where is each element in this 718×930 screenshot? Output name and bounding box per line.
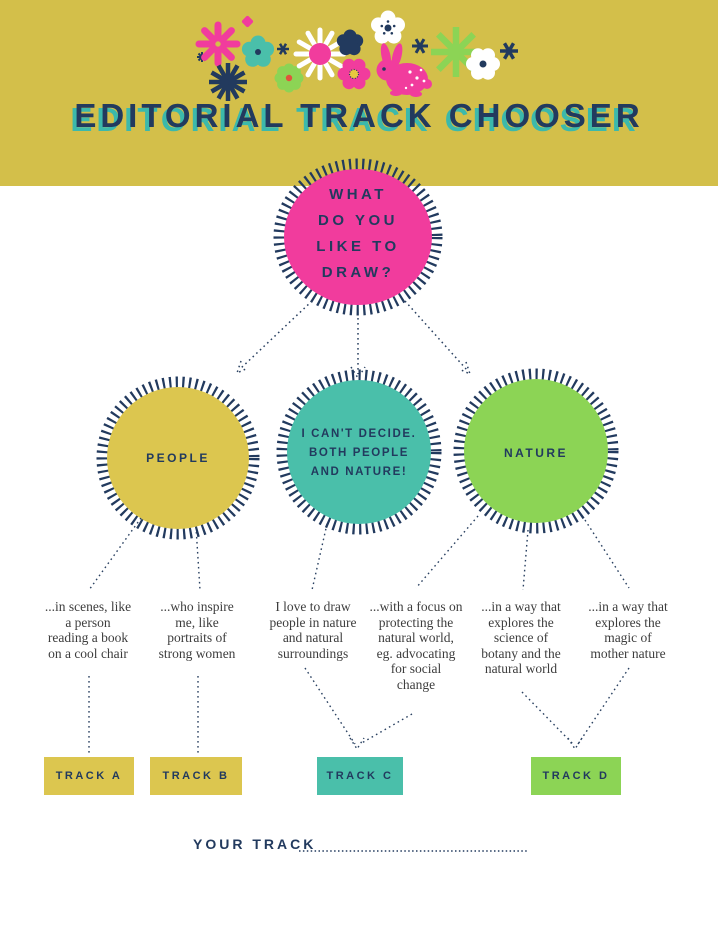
banner: EDITORIAL TRACK CHOOSER (0, 0, 718, 186)
track-c-button[interactable]: TRACK C (317, 757, 403, 795)
connector-line (415, 515, 479, 589)
white-flower-icon (371, 10, 405, 44)
arrowhead-icon (235, 360, 249, 375)
connector-lines-bottom (88, 667, 630, 753)
connector-lines-top (235, 300, 472, 380)
page-title: EDITORIAL TRACK CHOOSER (74, 97, 644, 134)
option-label-people: PEOPLE (146, 451, 210, 465)
arrowhead-icon (567, 737, 583, 751)
navy-star-icon (412, 38, 428, 54)
connector-line (239, 300, 313, 370)
navy-asterisk-icon (500, 42, 518, 60)
pink-bud-icon (241, 15, 254, 28)
navy-flower-icon (336, 29, 364, 56)
track-d-button[interactable]: TRACK D (531, 757, 621, 795)
connector-line (522, 529, 529, 591)
navy-starburst-icon (209, 63, 247, 101)
option-label-both: I CAN'T DECIDE. BOTH PEOPLE AND NATURE! (301, 428, 417, 478)
connector-line (88, 517, 142, 591)
white-flower-2-icon (466, 48, 500, 80)
pink-flower-icon (337, 58, 371, 90)
connector-line (577, 667, 630, 745)
your-track-label: YOUR TRACK (193, 836, 317, 852)
navy-tiny-star-icon (277, 43, 289, 55)
bunny-icon (376, 43, 432, 97)
question-label: WHAT DO YOU LIKE TO DRAW? (316, 186, 400, 281)
connector-lines-middle (88, 515, 630, 591)
green-flower-icon (274, 63, 304, 93)
connector-line (584, 519, 630, 589)
track-a-button[interactable]: TRACK A (44, 757, 134, 795)
connector-line (404, 300, 468, 371)
connector-line (521, 691, 574, 745)
banner-decoration (195, 10, 518, 101)
white-daisy-icon (293, 27, 347, 81)
arrowhead-icon (349, 737, 365, 751)
track-b-button[interactable]: TRACK B (150, 757, 242, 795)
teal-flower-icon (241, 35, 275, 67)
connector-line (195, 526, 201, 591)
pink-daisy-icon (195, 21, 241, 67)
connector-line (311, 523, 328, 591)
arrowhead-icon (458, 361, 472, 376)
option-label-nature: NATURE (503, 446, 569, 460)
connector-line (359, 713, 413, 745)
connector-line (304, 667, 356, 745)
arrowhead-icon (350, 366, 366, 380)
